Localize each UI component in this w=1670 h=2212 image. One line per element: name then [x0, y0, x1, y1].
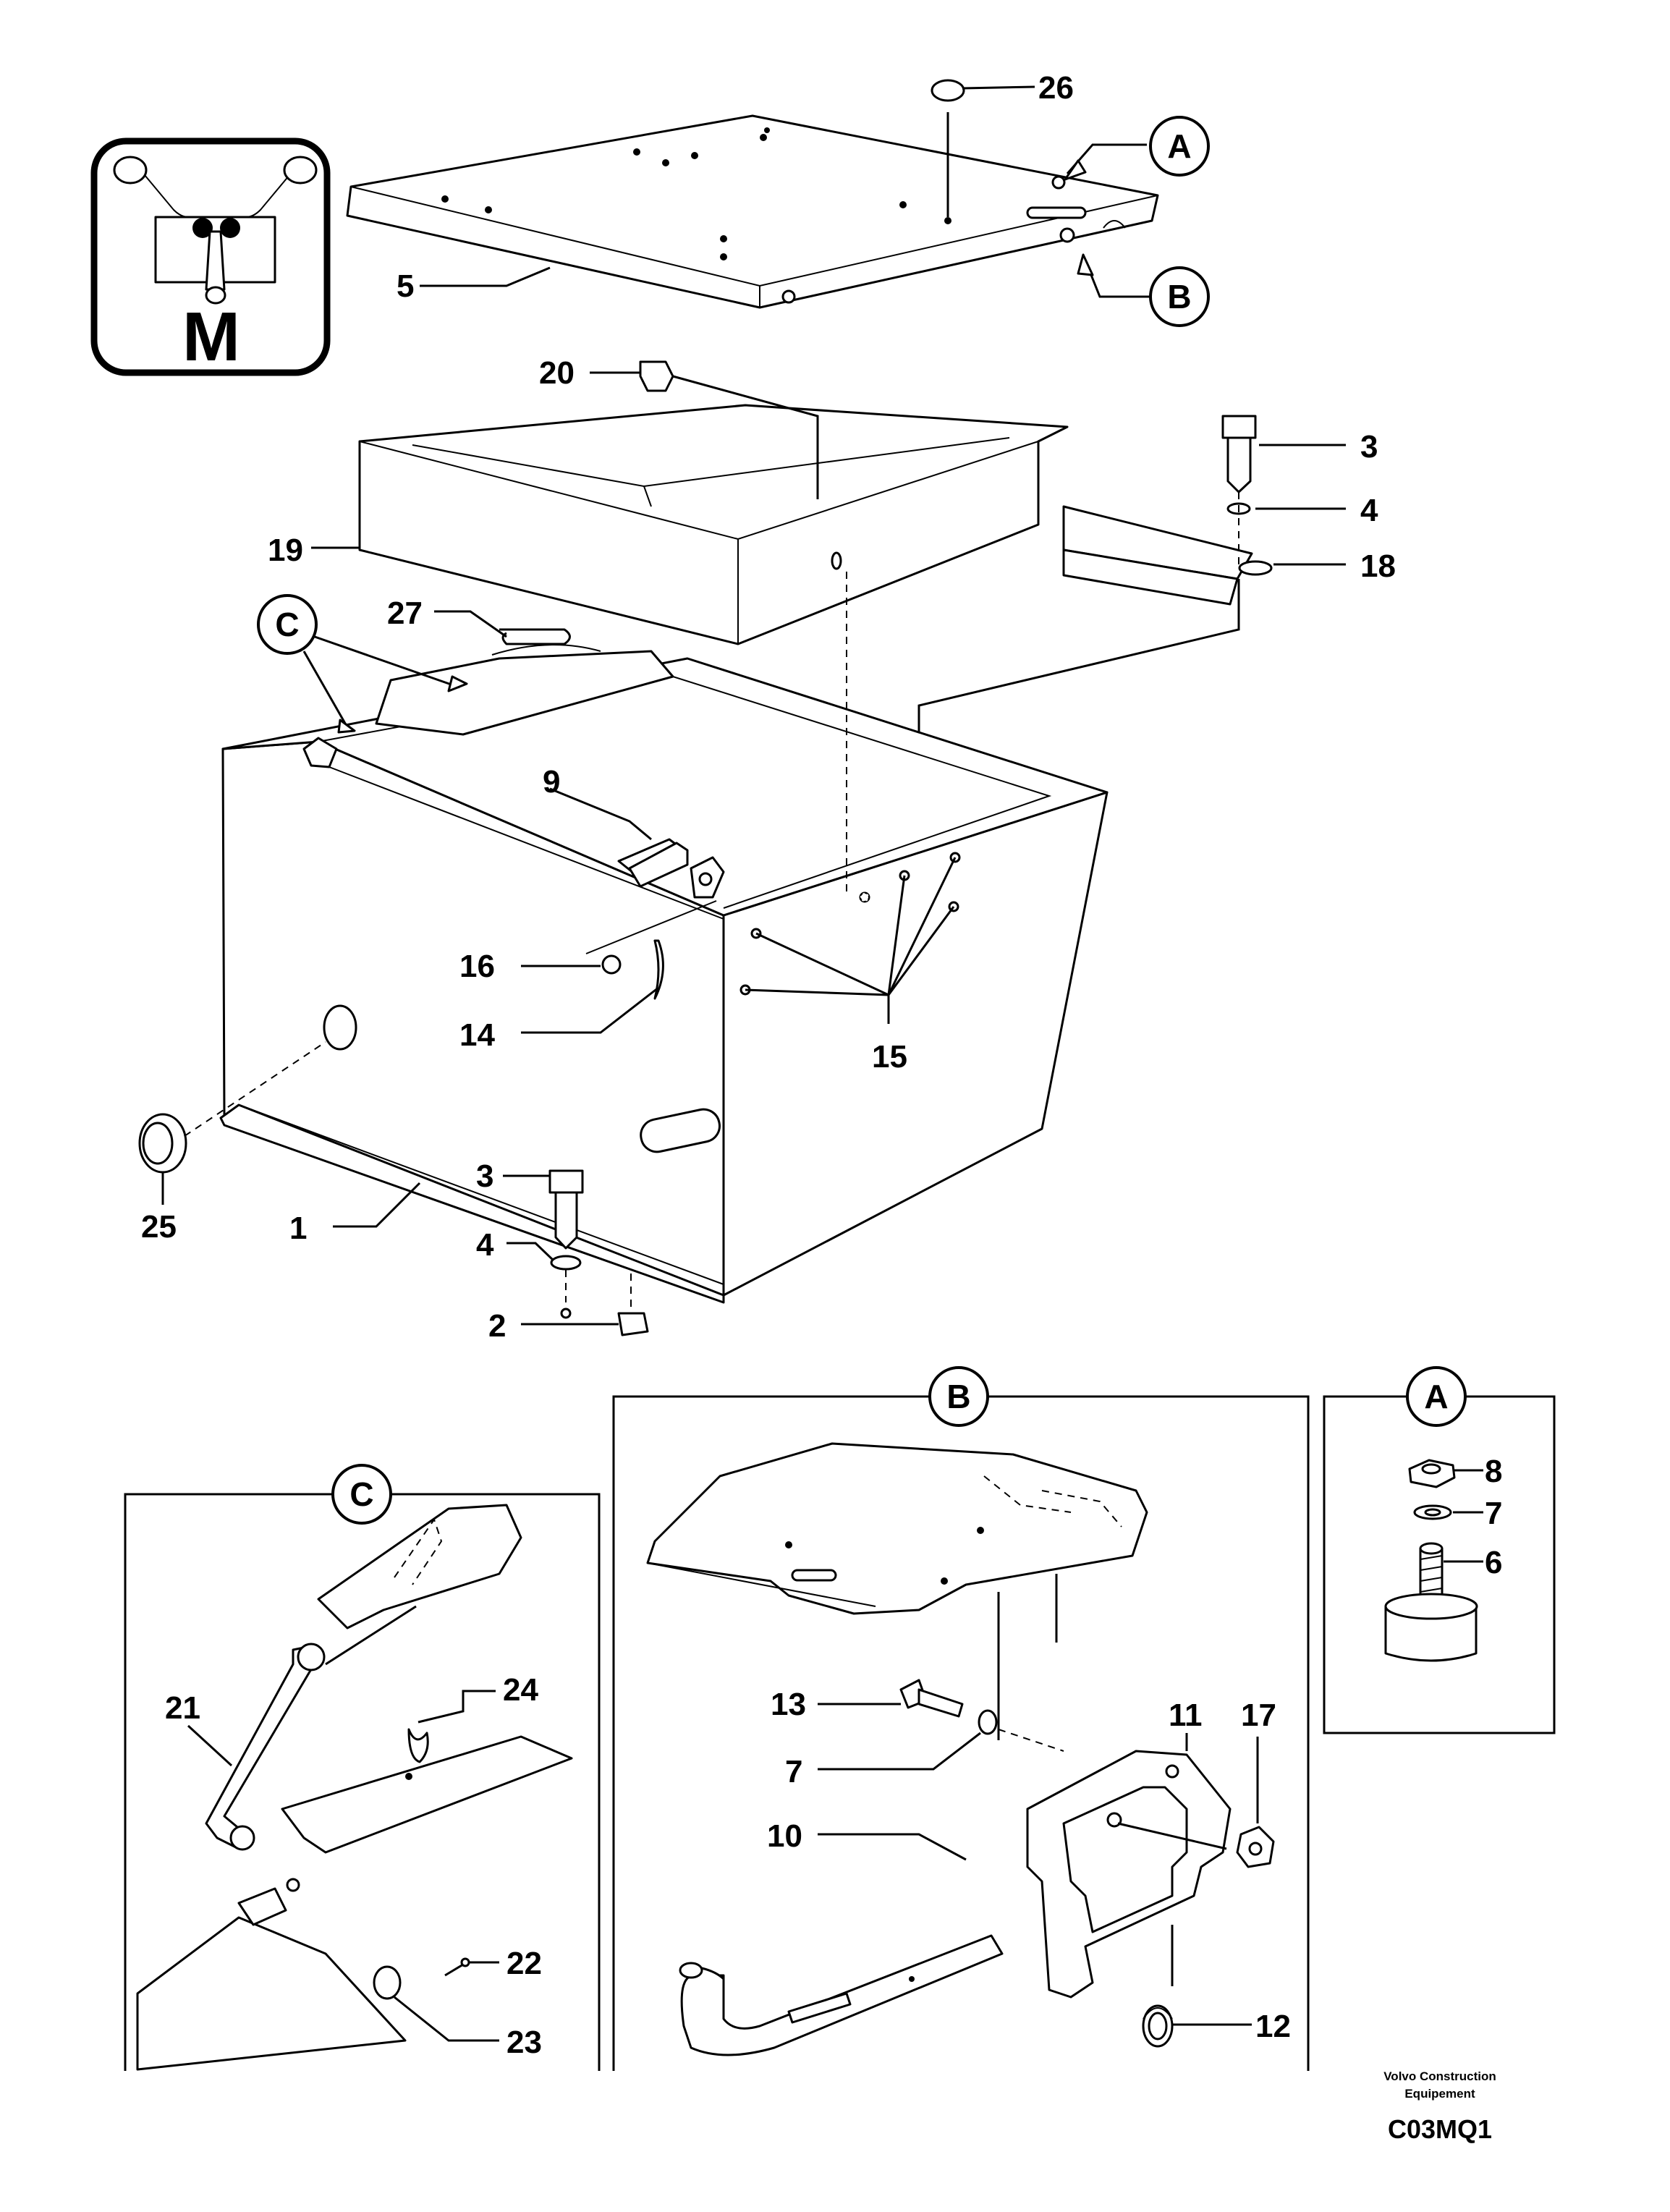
- callout-2: 2: [488, 1308, 506, 1344]
- tray: [358, 404, 1069, 645]
- detail-a-label-8: 8: [1485, 1454, 1502, 1489]
- detail-b-label-10: 10: [767, 1818, 802, 1854]
- support-bracket: [1062, 505, 1273, 606]
- detail-c-title: C: [349, 1475, 373, 1513]
- callout-4-top: 4: [1360, 493, 1378, 528]
- detail-b-label-17: 17: [1241, 1698, 1276, 1733]
- grommet: [138, 1113, 187, 1174]
- detail-b-label-7: 7: [785, 1754, 802, 1789]
- credit-line-1: Volvo Construction: [1383, 2069, 1496, 2083]
- detail-a-label-7: 7: [1485, 1496, 1502, 1531]
- hinge-rod: [302, 737, 725, 899]
- detail-b-label-11: 11: [1169, 1698, 1203, 1733]
- detail-c-panel: C 21 24 23 22: [124, 1464, 601, 2071]
- callout-3-bottom: 3: [476, 1158, 493, 1194]
- credit-line-2: Equipement: [1404, 2087, 1475, 2101]
- detail-c-label-21: 21: [165, 1690, 200, 1726]
- callout-15: 15: [872, 1039, 907, 1075]
- ref-circle-c: C: [275, 606, 299, 643]
- callout-20: 20: [539, 355, 575, 391]
- callout-3-top: 3: [1360, 429, 1378, 465]
- callout-16: 16: [459, 949, 495, 984]
- detail-c-label-24: 24: [503, 1672, 538, 1708]
- detail-b-panel: B 13 7 10 11: [612, 1366, 1310, 2071]
- ref-circle-a: A: [1167, 127, 1191, 165]
- callout-26: 26: [1038, 70, 1074, 106]
- detail-a-panel: A 8 7 6: [1323, 1366, 1556, 1734]
- callout-5: 5: [397, 268, 414, 304]
- machine-m-logo: M: [90, 137, 331, 376]
- detail-b-title: B: [946, 1378, 970, 1415]
- drawing-code: C03MQ1: [1388, 2114, 1492, 2144]
- detail-a-label-6: 6: [1485, 1545, 1502, 1580]
- callout-25: 25: [141, 1209, 177, 1245]
- callout-27: 27: [387, 596, 423, 631]
- callout-14: 14: [459, 1017, 495, 1053]
- logo-letter: M: [182, 298, 240, 376]
- detail-a-title: A: [1424, 1378, 1448, 1415]
- ref-circle-b: B: [1167, 278, 1191, 315]
- callout-4-bottom: 4: [476, 1227, 494, 1263]
- detail-c-label-23: 23: [506, 2025, 542, 2060]
- callout-1: 1: [289, 1211, 307, 1246]
- callout-19: 19: [268, 533, 303, 568]
- cover-plate: [346, 114, 1159, 309]
- detail-c-label-22: 22: [506, 1946, 542, 1981]
- callout-18: 18: [1360, 548, 1396, 584]
- callout-9: 9: [543, 764, 560, 800]
- detail-b-label-12: 12: [1255, 2009, 1291, 2044]
- detail-b-label-13: 13: [771, 1687, 806, 1722]
- battery-box: [219, 657, 1109, 1304]
